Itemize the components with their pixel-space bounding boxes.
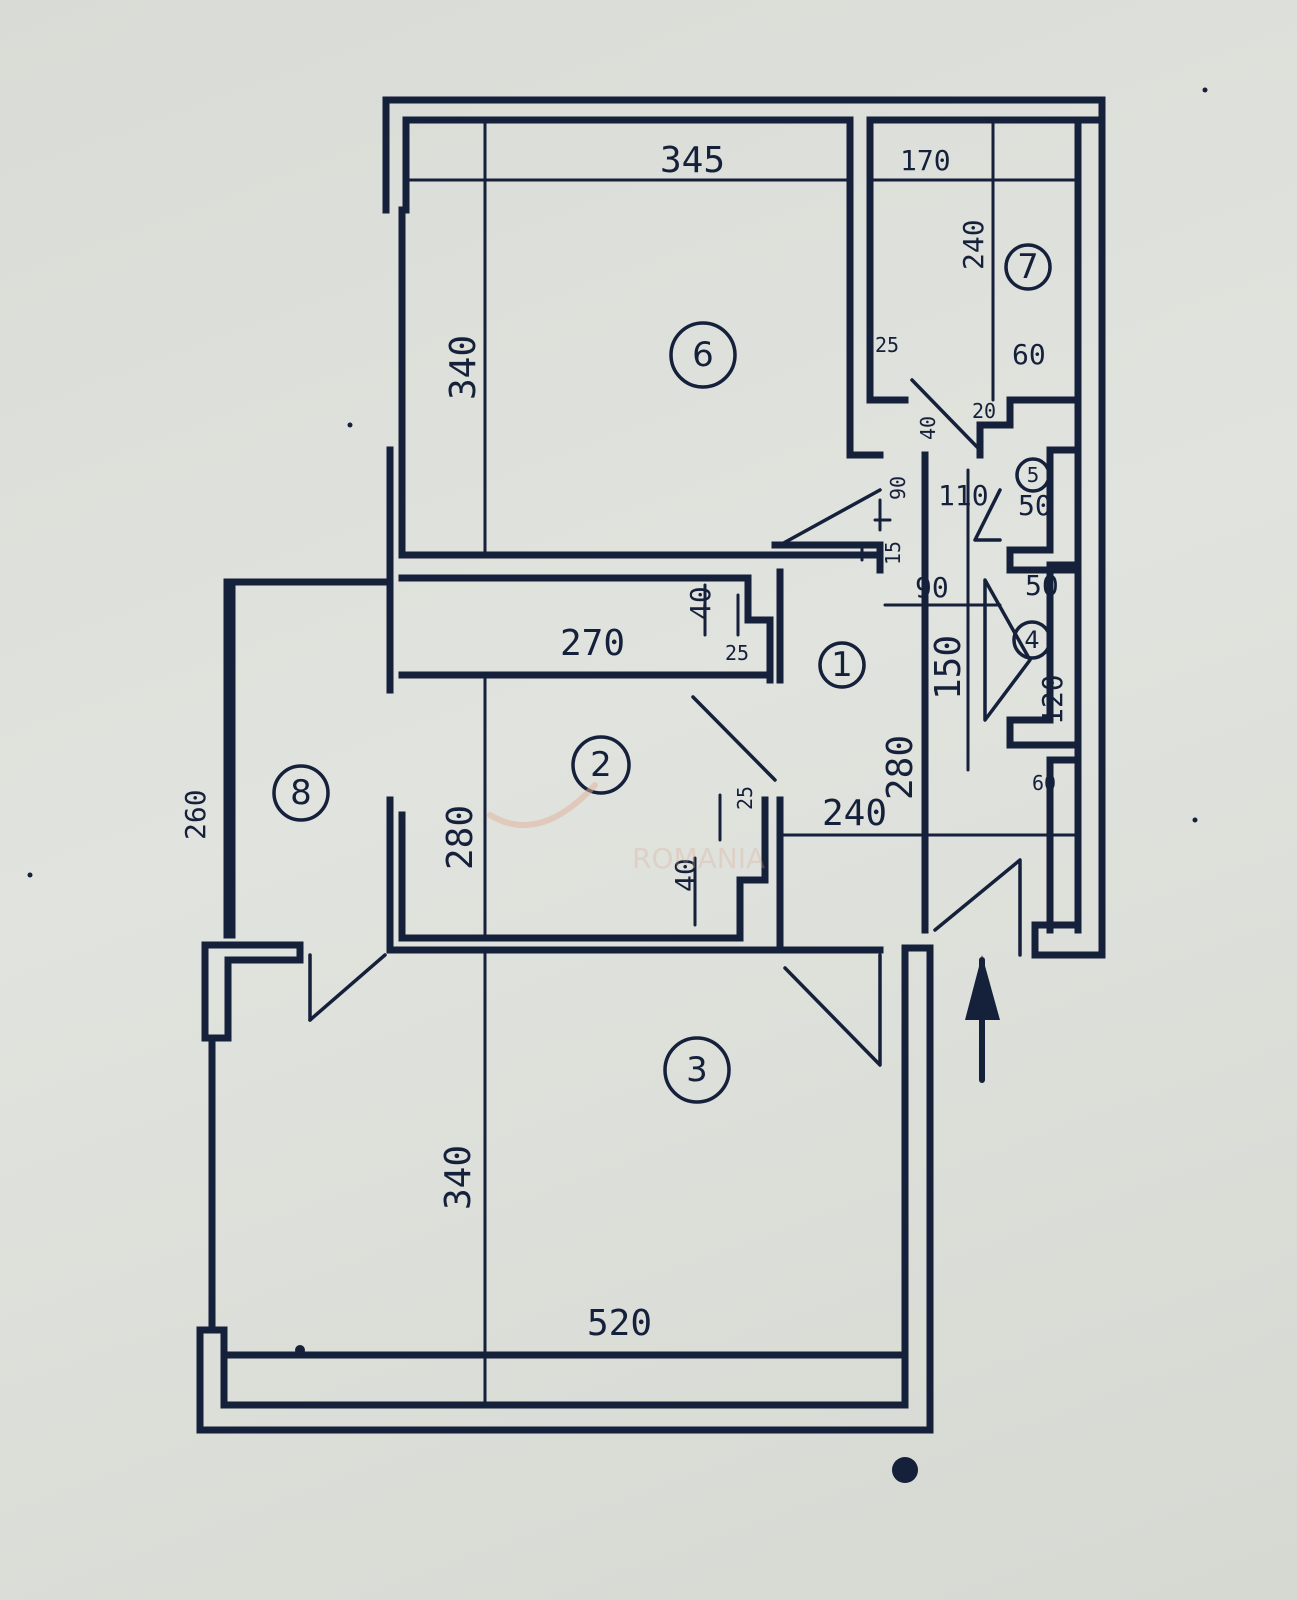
dim-closet-depth: 40 <box>684 586 717 620</box>
dimension-ticks <box>693 498 882 927</box>
dim-hall-small-c: 20 <box>972 399 996 423</box>
dim-room6-width: 345 <box>660 140 725 181</box>
dim-room1-width: 240 <box>822 793 887 834</box>
room-3-label: 3 <box>663 1036 731 1104</box>
dim-closet-width: 270 <box>560 623 625 664</box>
dim-room4-bottom: 60 <box>1032 771 1056 795</box>
dimension-labels: 345 340 170 240 25 60 40 20 90 110 50 15… <box>179 140 1069 1344</box>
watermark: ROMANIA <box>487 782 765 875</box>
dim-room7-small-a: 25 <box>875 333 899 357</box>
door-entrance <box>933 858 1022 957</box>
room-7-label: 7 <box>1004 243 1052 291</box>
svg-text:4: 4 <box>1024 626 1039 654</box>
svg-text:3: 3 <box>686 1050 708 1090</box>
doors <box>308 378 1032 1067</box>
door-room4 <box>983 578 1032 722</box>
entrance-arrow-icon <box>965 955 1000 1083</box>
door-room8 <box>308 953 387 1022</box>
svg-text:8: 8 <box>290 773 312 813</box>
dim-hall-length: 150 <box>928 635 969 700</box>
dim-closet-small: 25 <box>725 641 749 665</box>
outer-walls <box>196 96 1106 1434</box>
dim-hall-15: 15 <box>881 541 905 565</box>
dim-hall-small-b: 90 <box>886 476 910 500</box>
svg-text:1: 1 <box>831 645 853 685</box>
dim-hall-90: 90 <box>915 571 949 604</box>
room-labels: 1 2 3 4 5 6 7 8 <box>272 243 1052 1104</box>
dim-room8-length: 260 <box>179 789 212 840</box>
room-6-label: 6 <box>669 321 737 389</box>
dim-room1-depth: 280 <box>880 735 921 800</box>
svg-text:5: 5 <box>1027 463 1040 487</box>
room-4-label: 4 <box>1012 620 1052 660</box>
dim-room4-depth: 120 <box>1036 674 1069 725</box>
dim-room7-width: 170 <box>900 144 951 177</box>
dim-room3-depth: 340 <box>438 1145 479 1210</box>
dim-room3-width: 520 <box>587 1303 652 1344</box>
dim-room7-small-b: 60 <box>1012 338 1046 371</box>
room-8-label: 8 <box>272 764 330 822</box>
door-room6 <box>778 488 882 547</box>
door-room3 <box>783 953 882 1067</box>
door-room5 <box>973 488 1002 542</box>
room-1-label: 1 <box>818 641 866 689</box>
guide-lines <box>404 118 1080 1407</box>
dim-room2-small-a: 25 <box>733 786 757 810</box>
dim-hall-110: 110 <box>938 479 989 512</box>
room-2-label: 2 <box>571 735 631 795</box>
svg-text:7: 7 <box>1017 247 1039 287</box>
svg-text:2: 2 <box>590 745 612 785</box>
dim-hall-small-a: 40 <box>916 416 940 440</box>
dim-room6-depth: 340 <box>443 335 484 400</box>
watermark-text: ROMANIA <box>632 842 765 875</box>
door-room2 <box>691 695 777 782</box>
room-5-label: 5 <box>1015 457 1051 493</box>
door-room7 <box>910 378 982 452</box>
stray-marks <box>27 87 1208 1483</box>
dim-room7-depth: 240 <box>957 219 990 270</box>
dim-room4-top: 50 <box>1025 569 1059 602</box>
dim-room2-depth: 280 <box>440 805 481 870</box>
dim-room5-width: 50 <box>1018 489 1052 522</box>
svg-text:6: 6 <box>692 335 714 375</box>
